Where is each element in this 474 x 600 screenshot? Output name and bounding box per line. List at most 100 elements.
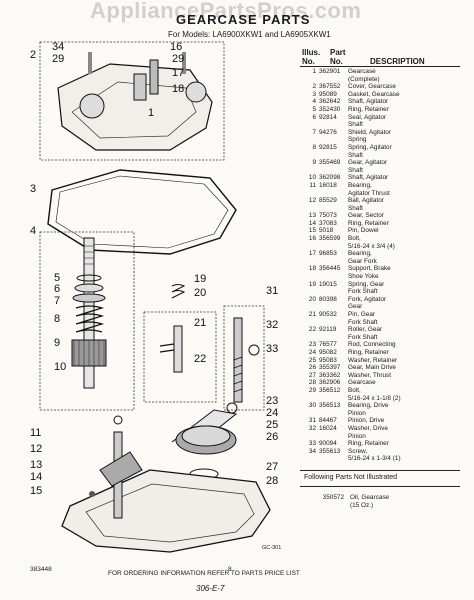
part-no: 16018 <box>319 181 337 189</box>
description: Rod, Connecting <box>348 341 396 349</box>
callout-6: 6 <box>54 283 60 295</box>
callout-27: 27 <box>266 461 278 473</box>
following-parts-note: Following Parts Not Illustrated <box>304 474 397 481</box>
models-subtitle: For Models: LA6900XKW1 and LA6905XKW1 <box>168 30 331 39</box>
agitator-shaft-box <box>39 231 135 411</box>
oil-desc: Oil, Gearcase (15 Oz.) <box>350 494 390 509</box>
callout-10: 10 <box>54 361 66 373</box>
illus-no: 17 <box>308 250 316 258</box>
illus-no: 3 <box>312 90 316 98</box>
description: Gearcase (Complete) <box>348 68 380 83</box>
table-rule <box>300 470 460 471</box>
description: Screw, 5/16-24 x 1-3/4 (1) <box>348 447 401 463</box>
illus-no: 7 <box>312 128 316 136</box>
callout-18: 18 <box>172 83 184 95</box>
part-no: 362642 <box>319 98 341 106</box>
illus-no: 9 <box>312 159 316 167</box>
callout-17: 17 <box>172 67 184 79</box>
gear-fork <box>173 325 183 373</box>
callout-14: 14 <box>30 471 42 483</box>
description: Bearing, Drive Pinion <box>348 402 389 417</box>
part-no: 356445 <box>319 265 341 273</box>
description: Spring, Agitator Shaft <box>348 143 392 159</box>
description: Shaft, Agitator <box>348 98 389 106</box>
illus-no: 15 <box>308 227 316 235</box>
description: Spring, Gear Fork Shaft <box>348 280 385 296</box>
callout-28: 28 <box>266 475 278 487</box>
illus-no: 10 <box>308 174 316 182</box>
description: Ring, Retainer <box>348 348 389 356</box>
description: Shield, Agitator Spring <box>348 128 391 144</box>
part-no: 92815 <box>319 143 337 151</box>
part-no: 356513 <box>319 402 341 410</box>
gear-teeth <box>73 340 105 366</box>
part-no: 92119 <box>319 326 337 334</box>
description: Roller, Gear Fork Shaft <box>348 326 383 341</box>
illus-no: 26 <box>308 364 316 372</box>
illus-no: 23 <box>308 341 316 349</box>
part-no: 362901 <box>319 68 341 75</box>
illus-no: 32 <box>308 424 316 432</box>
part-no: 352430 <box>319 105 341 113</box>
oil-row: 350572 Oil, Gearcase (15 Oz.) <box>300 494 389 509</box>
description: Cover, Gearcase <box>348 83 396 91</box>
illus-no: 29 <box>308 386 316 394</box>
base-inner <box>85 483 255 543</box>
callout-20: 20 <box>194 287 206 299</box>
callout-7: 7 <box>54 295 60 307</box>
illus-no: 21 <box>308 311 316 318</box>
part-no: 92814 <box>319 113 337 121</box>
part-no: 363362 <box>319 371 341 379</box>
callout-5: 5 <box>54 272 60 284</box>
ordering-note: FOR ORDERING INFORMATION REFER TO PARTS … <box>108 570 300 577</box>
description: Bearing, Gear Fork <box>348 250 377 265</box>
col-illus: Illus. No. <box>302 48 321 66</box>
description: Bolt, 5/16-24 x 3/4 (4) <box>348 235 395 250</box>
exploded-diagram: 2 34 29 16 29 17 18 1 3 4 5 6 7 8 9 10 1… <box>30 41 278 553</box>
illus-no: 2 <box>312 83 316 91</box>
callout-11: 11 <box>30 427 41 439</box>
oil-part: 350572 <box>322 494 344 501</box>
callout-32: 32 <box>266 319 278 331</box>
illus-no: 24 <box>308 348 316 356</box>
callout-13: 13 <box>30 459 42 471</box>
part-no: 90094 <box>319 440 337 448</box>
callout-29a: 29 <box>52 53 64 65</box>
illus-no: 28 <box>308 379 316 387</box>
description: Support, Brake Shoe Yoke <box>348 265 391 281</box>
gearcase-cover <box>57 63 213 151</box>
callout-1: 1 <box>148 107 154 119</box>
callout-labels: 2 34 29 16 29 17 18 1 3 4 5 6 7 8 9 10 1… <box>30 41 278 497</box>
retainer-ring <box>76 274 102 282</box>
callout-9: 9 <box>54 337 60 349</box>
description: Ball, Agitator Shaft <box>348 197 384 212</box>
handwritten-note: 306-E-7 <box>196 584 225 593</box>
description: Gearcase <box>348 379 376 387</box>
description: Ring, Retainer <box>348 440 389 448</box>
gasket-inner <box>55 175 229 249</box>
illus-no: 19 <box>308 280 316 288</box>
illus-no: 22 <box>308 326 316 334</box>
fork-box <box>143 311 217 403</box>
illus-no: 14 <box>308 219 316 227</box>
part-no: 19015 <box>319 280 337 288</box>
part-no: 362906 <box>319 379 341 387</box>
callout-19: 19 <box>194 273 206 285</box>
part-no: 75073 <box>319 212 337 220</box>
part-no: 367552 <box>319 83 341 91</box>
cover-rib <box>71 81 197 139</box>
col-desc: DESCRIPTION <box>370 57 425 66</box>
description: Ring, Retainer <box>348 105 389 113</box>
